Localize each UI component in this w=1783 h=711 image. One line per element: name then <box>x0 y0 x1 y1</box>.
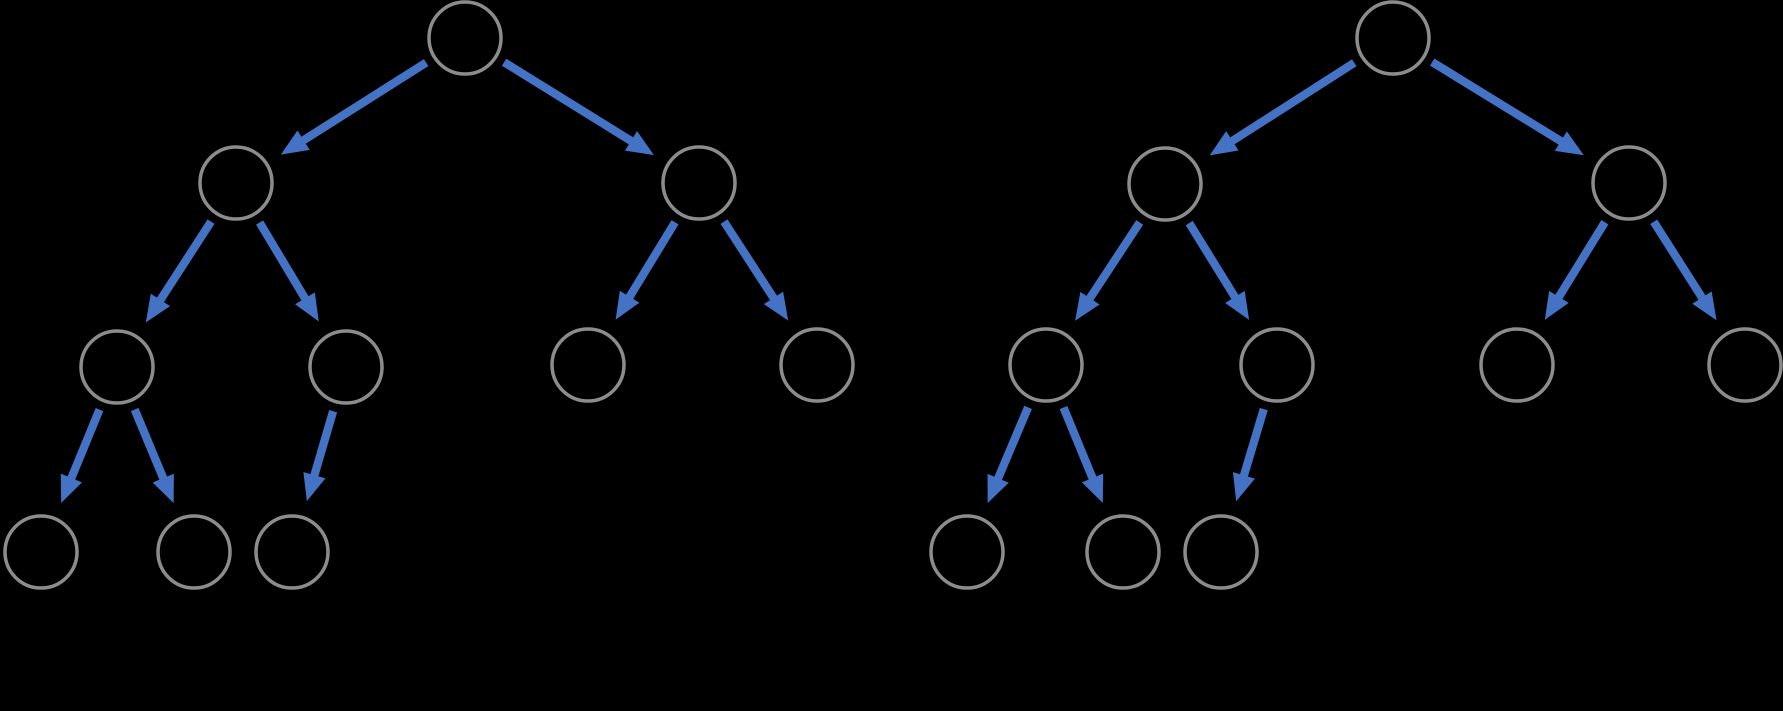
edge-arrow-head <box>987 473 1009 504</box>
edge-arrow-shaft <box>1185 220 1240 301</box>
edge-arrow-shaft <box>501 58 635 146</box>
edge-arrow-head <box>1225 290 1250 320</box>
edge-arrow-r-rl <box>1544 220 1609 320</box>
right-binary-tree <box>929 0 1783 590</box>
edge-arrow-ll-lll <box>60 407 104 503</box>
edge-arrow-head <box>1075 291 1100 321</box>
edge-arrow-head <box>303 471 326 502</box>
edge-arrow-head <box>624 131 654 156</box>
edge-arrow-shaft <box>130 407 168 482</box>
edge-arrow-ll-llr <box>130 407 174 504</box>
edge-arrow-head <box>1554 131 1584 156</box>
tree-node-llr <box>156 514 232 590</box>
edge-arrow-ll-lll <box>987 405 1032 504</box>
tree-node-lr <box>308 329 384 405</box>
edge-arrow-root-r <box>501 58 654 156</box>
edge-arrow-shaft <box>720 219 779 302</box>
edge-arrow-head <box>1209 131 1239 156</box>
tree-node-r <box>1591 145 1667 221</box>
tree-node-lr <box>1239 327 1315 403</box>
edge-arrow-shaft <box>1085 220 1144 303</box>
edge-arrow-shaft <box>1059 405 1098 482</box>
edge-arrow-shaft <box>155 219 215 304</box>
tree-node-lll <box>929 514 1005 590</box>
edge-arrow-l-ll <box>1075 220 1144 321</box>
tree-node-ll <box>1008 327 1084 403</box>
edge-arrow-head <box>615 290 640 320</box>
tree-node-rl <box>1479 327 1555 403</box>
tree-node-root <box>427 0 503 76</box>
edge-arrow-head <box>152 473 174 504</box>
edge-arrow-shaft <box>625 220 679 301</box>
edge-arrow-head <box>763 291 789 321</box>
tree-node-ll <box>79 329 155 405</box>
edge-arrow-head <box>1232 472 1255 502</box>
tree-node-rl <box>550 327 626 403</box>
edge-arrow-shaft <box>309 409 338 479</box>
edge-arrow-shaft <box>1554 220 1609 301</box>
edge-arrow-shaft <box>1228 59 1357 146</box>
edge-arrow-shaft <box>993 405 1032 482</box>
edge-arrow-l-lr <box>1185 220 1250 320</box>
tree-node-r <box>661 145 737 221</box>
tree-node-rr <box>1707 327 1783 403</box>
edge-arrow-head <box>60 473 83 503</box>
edge-arrow-root-l <box>280 59 429 155</box>
edge-arrow-r-rl <box>615 220 679 320</box>
edge-arrow-head <box>145 293 171 323</box>
edge-arrow-shaft <box>1239 407 1268 479</box>
left-binary-tree <box>3 0 855 590</box>
tree-node-rr <box>779 327 855 403</box>
edge-arrow-head <box>1081 473 1104 503</box>
edge-arrow-shaft <box>256 220 310 303</box>
edge-arrow-head <box>295 292 319 322</box>
tree-node-lrl <box>1183 514 1259 590</box>
tree-node-root <box>1355 0 1431 76</box>
edge-arrow-shaft <box>66 407 104 482</box>
edge-arrow-shaft <box>1430 58 1565 146</box>
edge-arrow-root-l <box>1209 59 1357 156</box>
edge-arrow-l-ll <box>145 219 215 323</box>
tree-node-l <box>1127 146 1203 222</box>
edge-arrow-ll-llr <box>1059 405 1104 503</box>
edge-arrow-head <box>280 130 310 155</box>
tree-node-lll <box>3 514 79 590</box>
tree-node-l <box>198 145 274 221</box>
tree-node-llr <box>1085 514 1161 590</box>
edge-arrow-shaft <box>1650 219 1707 302</box>
edge-arrow-r-rr <box>1650 219 1717 321</box>
edge-arrow-l-lr <box>256 220 319 322</box>
edge-arrow-r-rr <box>720 219 789 321</box>
tree-node-lrl <box>254 514 330 590</box>
edge-arrow-lr-lrl <box>303 409 338 502</box>
edge-arrow-head <box>1692 291 1717 321</box>
edge-arrow-root-r <box>1430 58 1584 156</box>
edge-arrow-lr-lrl <box>1232 407 1268 502</box>
edge-arrow-shaft <box>299 59 429 145</box>
edge-arrow-head <box>1544 290 1569 320</box>
